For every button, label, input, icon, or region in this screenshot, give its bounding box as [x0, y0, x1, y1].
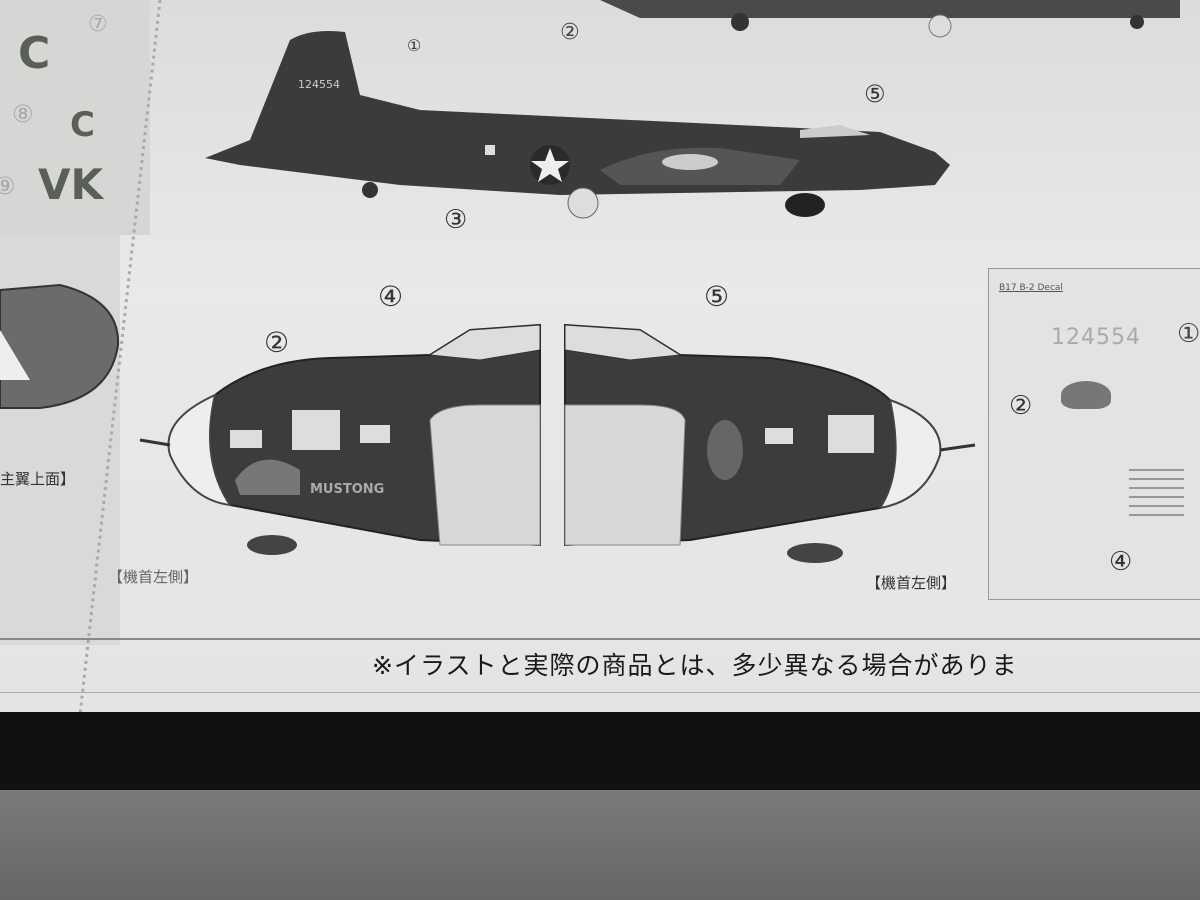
callout-7: ⑦ [88, 12, 108, 37]
wing-tip [0, 283, 120, 409]
caption-row [0, 638, 1200, 693]
callout-3: ③ [444, 205, 468, 235]
callout-5: ⑤ [704, 280, 730, 313]
nose-left-label: 【機首左側】 [108, 568, 199, 586]
stencil-lines [1129, 469, 1184, 519]
callout-4: ④ [378, 280, 404, 313]
wing-top-label: 主翼上面】 [0, 470, 76, 488]
nose-view-left [139, 323, 541, 555]
callout-4: ④ [1109, 547, 1133, 577]
disclaimer-caption: ※イラストと実際の商品とは、多少異なる場合がありま [372, 651, 1018, 680]
black-strip [0, 712, 1200, 804]
nose-art-text: MUSTONG [310, 482, 385, 497]
decal-letter-panel [0, 0, 150, 235]
fuselage-serial: 124554 [298, 78, 340, 91]
nose-right-label: 【機首左側】 [866, 574, 957, 592]
callout-1: ① [406, 36, 422, 55]
decal-letter-c: C [70, 105, 95, 145]
callout-2: ② [264, 326, 290, 359]
bomber-top-partial [600, 0, 1180, 18]
table-surface [0, 790, 1200, 900]
callout-2: ② [560, 20, 580, 45]
nose-art-decal [1061, 381, 1111, 409]
illustrations: 124554 [0, 0, 1180, 716]
decal-title: B17 B-2 Decal [999, 283, 1063, 293]
wing-insignia [0, 330, 30, 380]
nose-view-right [564, 323, 976, 563]
decal-sheet-preview: B17 B-2 Decal 124554 ① ② ④ [988, 268, 1200, 600]
callout-2: ② [1009, 391, 1033, 421]
callout-8: ⑧ [12, 100, 34, 128]
decal-letter-c: C [18, 28, 51, 79]
decal-serial: 124554 [1051, 325, 1141, 350]
fold-line [78, 0, 162, 716]
callout-1: ① [1177, 319, 1200, 349]
callout-9: ⑨ [0, 172, 16, 200]
bomber-side-view [205, 31, 950, 219]
decal-letter-vk: VK [38, 160, 104, 209]
callout-5: ⑤ [864, 80, 886, 108]
